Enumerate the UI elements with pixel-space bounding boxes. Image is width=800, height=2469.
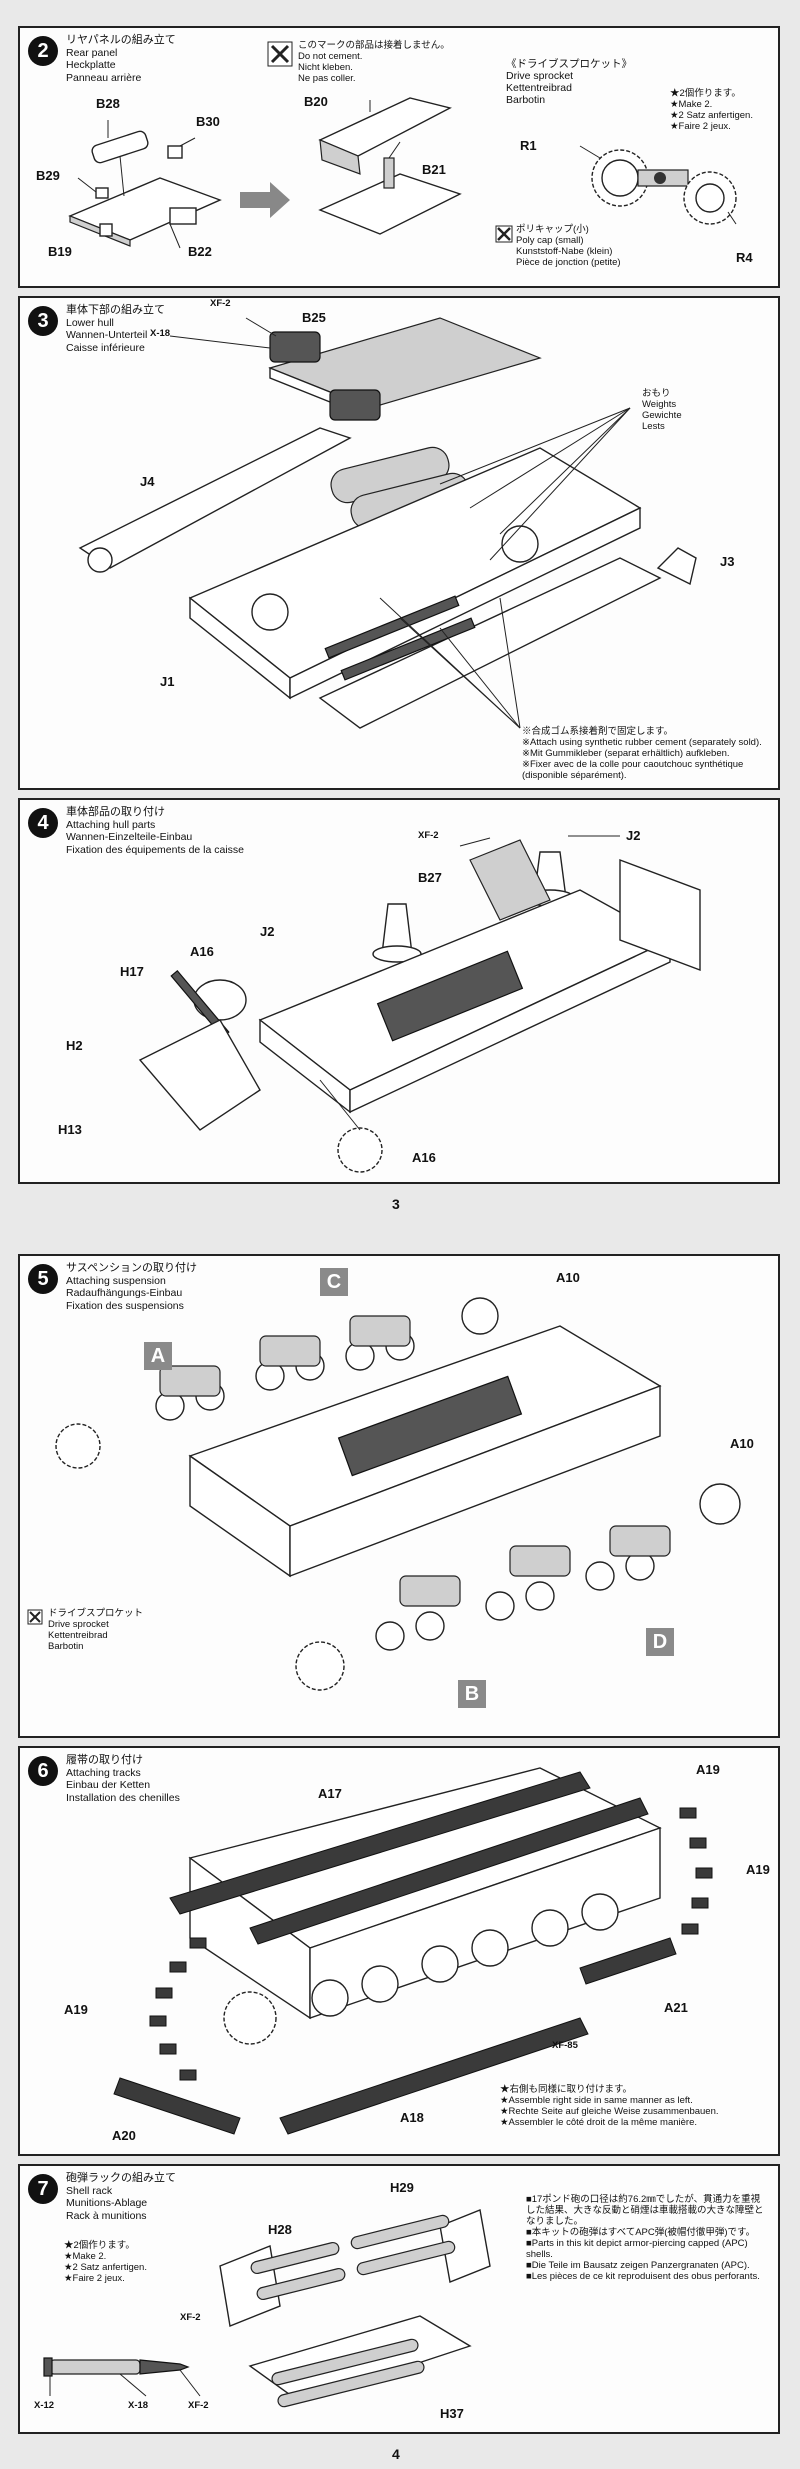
drive-sprocket-note: ドライブスプロケット Drive sprocket Kettentreibrad… — [48, 1608, 144, 1652]
part-label: A17 — [318, 1786, 342, 1801]
part-label: X-18 — [128, 2400, 149, 2411]
part-label: B20 — [304, 94, 328, 109]
assembly-label-d: D — [646, 1628, 674, 1656]
part-label: XF-2 — [180, 2312, 201, 2323]
page-number: 4 — [392, 2446, 400, 2462]
step-title: 砲弾ラックの組み立て Shell rack Munitions-Ablage R… — [66, 2172, 176, 2222]
step-4-panel: 4 車体部品の取り付け Attaching hull parts Wannen-… — [18, 798, 780, 1184]
step-4-illustration — [138, 835, 701, 1173]
step-6-panel: 6 履帯の取り付け Attaching tracks Einbau der Ke… — [18, 1746, 780, 2156]
right-side-note: ★右側も同様に取り付けます。 ★Assemble right side in s… — [500, 2084, 719, 2128]
step-number: 5 — [28, 1264, 58, 1294]
step-number: 6 — [28, 1756, 58, 1786]
part-label: A19 — [696, 1762, 720, 1777]
part-label: XF-2 — [188, 2400, 209, 2411]
step-number: 4 — [28, 808, 58, 838]
part-label: H37 — [440, 2406, 464, 2421]
part-label: B25 — [302, 310, 326, 325]
part-label: B19 — [48, 244, 72, 259]
make-two-note: ★2個作ります。 ★Make 2. ★2 Satz anfertigen. ★F… — [670, 88, 753, 132]
part-label: J3 — [720, 554, 735, 569]
part-label: H2 — [66, 1038, 83, 1053]
polycap-icon — [495, 225, 513, 243]
step-number: 2 — [28, 36, 58, 66]
step-2-panel: 2 リヤパネルの組み立て Rear panel Heckplatte Panne… — [18, 26, 780, 288]
part-label: H29 — [390, 2180, 414, 2195]
make-two-note: ★2個作ります。 ★Make 2. ★2 Satz anfertigen. ★F… — [64, 2240, 147, 2284]
part-label: A21 — [664, 2000, 688, 2015]
part-label: XF-85 — [552, 2040, 578, 2051]
part-label: H28 — [268, 2222, 292, 2237]
step-3-illustration — [78, 317, 697, 729]
weights-note: おもり Weights Gewichte Lests — [642, 388, 682, 432]
part-label: J2 — [626, 828, 641, 843]
part-label: XF-2 — [210, 298, 231, 309]
part-label: H13 — [58, 1122, 82, 1137]
step-7-illustration — [43, 2209, 491, 2408]
step-title: 履帯の取り付け Attaching tracks Einbau der Kett… — [66, 1754, 180, 1804]
step-2-illustration — [68, 41, 737, 249]
step-5-illustration — [27, 1297, 741, 1691]
part-label: A18 — [400, 2110, 424, 2125]
drive-sprocket-title: 《ドライブスプロケット》 Drive sprocket Kettentreibr… — [506, 58, 632, 106]
part-label: B21 — [422, 162, 446, 177]
part-label: B22 — [188, 244, 212, 259]
step-7-panel: 7 砲弾ラックの組み立て Shell rack Munitions-Ablage… — [18, 2164, 780, 2434]
part-label: R1 — [520, 138, 537, 153]
part-label: A16 — [190, 944, 214, 959]
assembly-label-c: C — [320, 1268, 348, 1296]
part-label: J1 — [160, 674, 175, 689]
drive-sprocket-drawing — [579, 145, 737, 225]
part-label: H17 — [120, 964, 144, 979]
step-title: 車体下部の組み立て Lower hull Wannen-Unterteil Ca… — [66, 304, 165, 354]
part-label: A16 — [412, 1150, 436, 1165]
step-6-illustration — [113, 1767, 713, 2135]
title-en: Rear panel — [66, 46, 118, 59]
step-title: サスペンションの取り付け Attaching suspension Radauf… — [66, 1262, 198, 1312]
part-label: A20 — [112, 2128, 136, 2143]
part-label: X-12 — [34, 2400, 55, 2411]
no-cement-icon — [267, 41, 293, 67]
page-number: 3 — [392, 1196, 400, 1212]
part-label: J4 — [140, 474, 155, 489]
step-5-panel: 5 サスペンションの取り付け Attaching suspension Rada… — [18, 1254, 780, 1738]
part-label: XF-2 — [418, 830, 439, 841]
polycap-note: ポリキャップ(小) Poly cap (small) Kunststoff-Na… — [516, 224, 621, 268]
assembly-label-b: B — [458, 1680, 486, 1708]
part-label: A10 — [730, 1436, 754, 1451]
part-label: B28 — [96, 96, 120, 111]
step-3-panel: 3 車体下部の組み立て Lower hull Wannen-Unterteil … — [18, 296, 780, 790]
assembly-label-a: A — [144, 1342, 172, 1370]
no-cement-icon — [27, 1609, 43, 1625]
part-label: B29 — [36, 168, 60, 183]
part-label: B30 — [196, 114, 220, 129]
step-number: 7 — [28, 2174, 58, 2204]
step-number: 3 — [28, 306, 58, 336]
no-cement-note: このマークの部品は接着しません。 Do not cement. Nicht kl… — [298, 40, 450, 84]
title-jp: リヤパネルの組み立て — [66, 34, 176, 46]
part-label: A19 — [64, 2002, 88, 2017]
part-label: A19 — [746, 1862, 770, 1877]
step-title: 車体部品の取り付け Attaching hull parts Wannen-Ei… — [66, 806, 245, 856]
rubber-cement-note: ※合成ゴム系接着剤で固定します。 ※Attach using synthetic… — [522, 726, 762, 781]
part-label: J2 — [260, 924, 275, 939]
title-fr: Panneau arrière — [66, 71, 142, 84]
part-label: X-18 — [150, 328, 171, 339]
part-label: B27 — [418, 870, 442, 885]
title-de: Heckplatte — [66, 59, 116, 71]
part-label: R4 — [736, 250, 753, 265]
ammo-info-note: ■17ポンド砲の口径は約76.2㎜でしたが、貫通力を重視した結果、大きな反動と硝… — [526, 2194, 764, 2282]
part-label: A10 — [556, 1270, 580, 1285]
step-title: リヤパネルの組み立て Rear panel Heckplatte Panneau… — [66, 34, 176, 84]
